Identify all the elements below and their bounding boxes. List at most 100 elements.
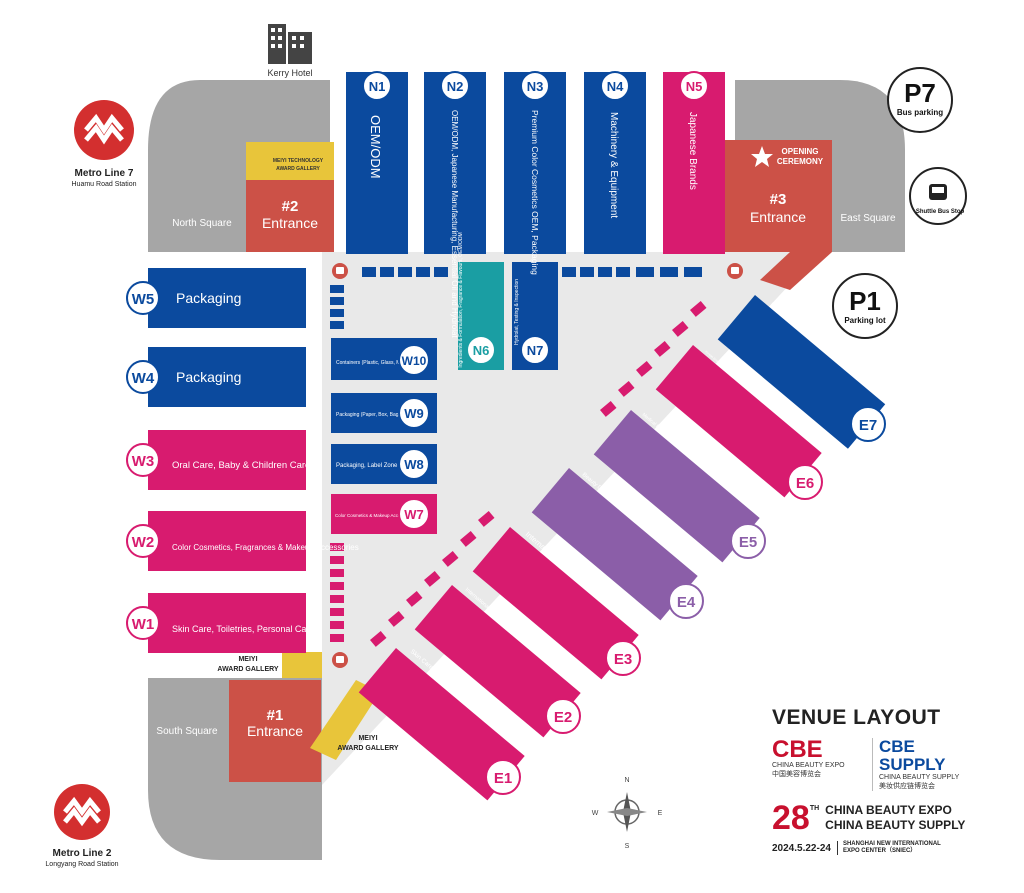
hall-e7[interactable]	[717, 295, 886, 449]
corridor-booths-pink	[330, 301, 707, 647]
hall-e4[interactable]	[531, 468, 698, 621]
svg-text:N3: N3	[527, 79, 544, 94]
shuttle-bus-icon	[909, 167, 967, 225]
cbe-english: CHINA BEAUTY EXPO	[772, 762, 845, 769]
hall-w3[interactable]	[148, 430, 306, 490]
cbs-chinese: 美妆供应链博览会	[879, 783, 935, 790]
metro7-label: Metro Line 7	[75, 168, 134, 179]
corridor-booths	[330, 267, 702, 329]
cbe-wordmark: CBE	[772, 736, 823, 763]
kerry-hotel-label: Kerry Hotel	[267, 68, 312, 78]
hall-badge: N6	[466, 335, 496, 365]
metro7-station: Huamu Road Station	[72, 181, 137, 188]
bus-icon	[727, 263, 743, 279]
hall-e1[interactable]	[358, 648, 525, 801]
hall-e2[interactable]	[414, 585, 581, 738]
svg-text:W2: W2	[132, 534, 155, 551]
meiyi-gallery-a2: AWARD GALLERY	[217, 666, 279, 673]
hall-n6-text: Ingredients & Formulation, Fragrance & F…	[458, 232, 464, 367]
hall-n4[interactable]	[584, 72, 646, 254]
expo-names: CHINA BEAUTY EXPO CHINA BEAUTY SUPPLY	[825, 803, 965, 833]
venue-legend: VENUE LAYOUT CBE CHINA BEAUTY EXPO 中国美容博…	[772, 706, 972, 855]
svg-text:N6: N6	[473, 343, 490, 358]
cbe-logo: CBE CHINA BEAUTY EXPO 中国美容博览会	[772, 738, 864, 779]
bus-icon	[332, 652, 348, 668]
meiyi-gallery-b1: MEIYI	[358, 735, 377, 742]
hall-n2[interactable]	[424, 72, 486, 254]
bus-icon	[332, 263, 348, 279]
hall-badge: N2	[440, 71, 470, 101]
edition-suffix: TH	[809, 805, 820, 812]
expo-name-1: CHINA BEAUTY EXPO	[825, 803, 952, 817]
hall-badge: W8	[398, 448, 430, 480]
hall-badge: E6	[787, 464, 823, 500]
entrance-1-word: Entrance	[247, 723, 303, 739]
hall-e3[interactable]	[472, 527, 639, 680]
metro2-station: Longyang Road Station	[45, 861, 118, 868]
expo-dates: 2024.5.22-24 SHANGHAI NEW INTERNATIONAL …	[772, 841, 972, 855]
south-square-label: South Square	[156, 726, 218, 737]
hall-w4-text: Packaging	[176, 369, 241, 385]
svg-text:N4: N4	[607, 79, 624, 94]
svg-text:W4: W4	[132, 370, 155, 387]
hall-w2[interactable]	[148, 511, 306, 571]
hall-badge: W3	[126, 443, 160, 477]
hall-n5[interactable]	[663, 72, 725, 254]
hall-badge: N4	[600, 71, 630, 101]
cbe-supply-logo: CBE SUPPLY CHINA BEAUTY SUPPLY 美妆供应链博览会	[872, 738, 971, 791]
hall-w5[interactable]	[148, 268, 306, 328]
svg-text:N1: N1	[369, 79, 386, 94]
compass-e: E	[658, 810, 663, 817]
hall-badge: E5	[730, 523, 766, 559]
hall-n7-text: Hydrolat, Testing & Inspection	[514, 279, 520, 345]
hall-w4[interactable]	[148, 347, 306, 407]
svg-text:E1: E1	[494, 770, 512, 787]
tech-gallery-2: AWARD GALLERY	[276, 166, 320, 172]
svg-text:W3: W3	[132, 453, 155, 470]
compass-icon	[607, 792, 647, 832]
svg-text:E5: E5	[739, 534, 757, 551]
svg-text:W10: W10	[402, 354, 427, 368]
svg-text:W5: W5	[132, 291, 155, 308]
svg-text:N7: N7	[527, 343, 544, 358]
entrance-1	[229, 680, 321, 782]
hall-w1-text: Skin Care, Toiletries, Personal Care	[172, 624, 314, 634]
east-halls	[358, 295, 886, 801]
hall-badge: E7	[850, 406, 886, 442]
venue-name: SHANGHAI NEW INTERNATIONAL EXPO CENTER（S…	[836, 841, 941, 855]
cbe-chinese: 中国美容博览会	[772, 771, 821, 778]
expo-title: 28 TH CHINA BEAUTY EXPO CHINA BEAUTY SUP…	[772, 801, 972, 835]
svg-text:E4: E4	[677, 594, 696, 611]
cbs-wordmark-2: SUPPLY	[879, 755, 946, 774]
opening-label-2: CEREMONY	[777, 157, 824, 166]
hall-e5[interactable]	[593, 410, 760, 563]
legend-title: VENUE LAYOUT	[772, 706, 941, 729]
compass-n: N	[624, 777, 629, 784]
metro2-label: Metro Line 2	[53, 848, 112, 859]
hall-w1[interactable]	[148, 593, 306, 653]
svg-text:N5: N5	[686, 79, 703, 94]
hall-badge: W7	[398, 498, 430, 530]
meiyi-gallery-south	[310, 680, 380, 760]
svg-text:W9: W9	[404, 406, 424, 421]
entrance-2-num: #2	[282, 198, 299, 215]
metro-logo-icon	[74, 100, 134, 160]
hall-n3-text: Premium Color Cosmetics OEM, Packaging	[530, 110, 540, 275]
compass-s: S	[625, 843, 630, 850]
hall-e6[interactable]	[655, 345, 822, 498]
hall-n1[interactable]	[346, 72, 408, 254]
hall-n2-text: OEM/ODM, Japanese Manufacturing, Essenti…	[450, 110, 459, 338]
brand-logos: CBE CHINA BEAUTY EXPO 中国美容博览会 CBE SUPPLY…	[772, 738, 972, 791]
svg-text:W8: W8	[404, 457, 424, 472]
hall-n3[interactable]	[504, 72, 566, 254]
hall-badge: W5	[126, 281, 160, 315]
hall-w3-text: Oral Care, Baby & Children Care	[172, 460, 310, 471]
hall-badge: W4	[126, 360, 160, 394]
hall-badge: W9	[398, 397, 430, 429]
entrance-3-word: Entrance	[750, 209, 806, 225]
edition-number: 28	[772, 799, 810, 837]
cbs-english: CHINA BEAUTY SUPPLY	[879, 774, 960, 781]
tech-award-gallery	[246, 142, 334, 180]
hall-n5-text: Japanese Brands	[687, 112, 698, 190]
